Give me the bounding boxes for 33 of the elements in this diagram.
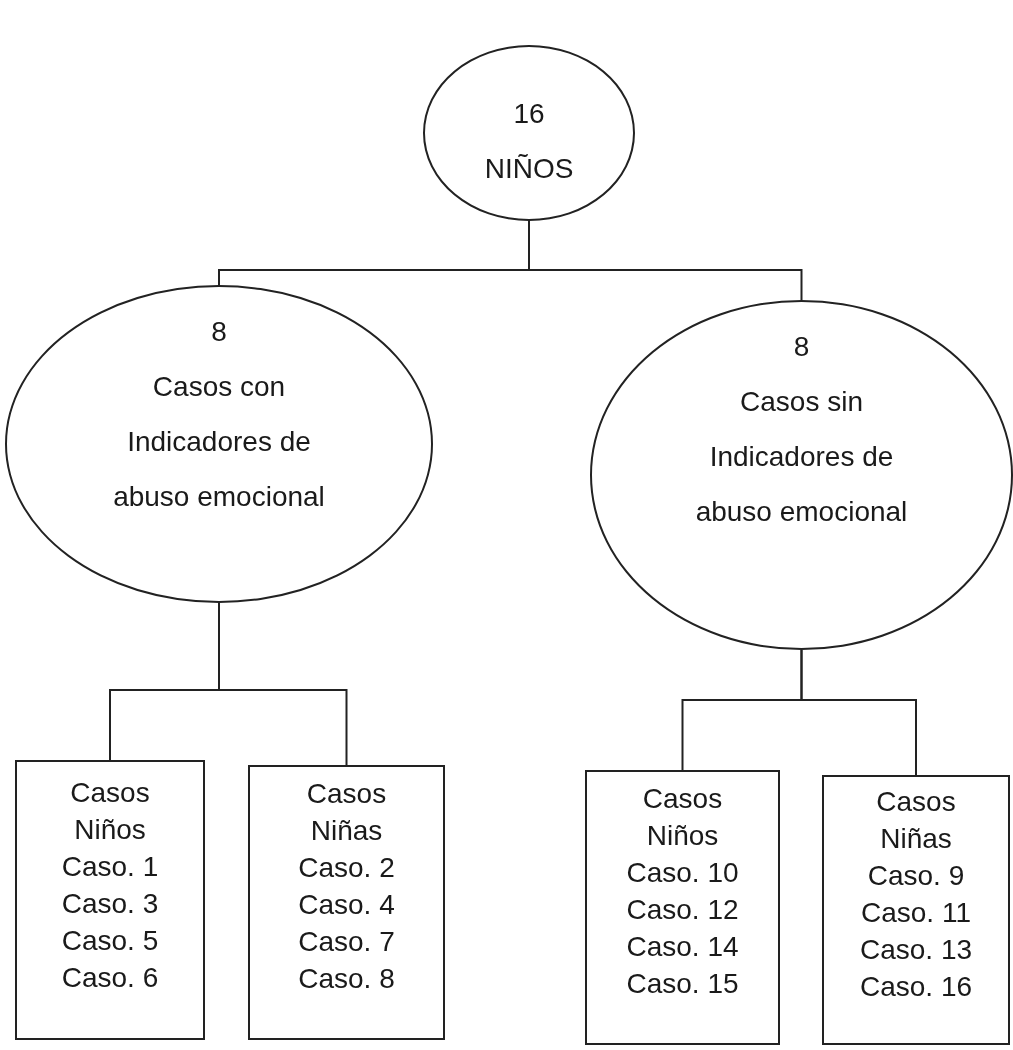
case-label: Caso. 11 [861, 896, 971, 930]
count-label: 8 [211, 315, 227, 349]
group-heading: Casos Niños [641, 782, 724, 853]
count-label: 16 [513, 97, 545, 131]
group-label: NIÑOS [483, 152, 575, 186]
case-label: Caso. 1 [61, 850, 159, 884]
case-label: Caso. 5 [61, 924, 159, 958]
case-label: Caso. 9 [867, 859, 965, 893]
case-label: Caso. 13 [859, 933, 973, 967]
case-list-box [248, 765, 445, 1040]
case-label: Caso. 10 [626, 856, 739, 890]
case-label: Caso. 2 [298, 851, 395, 885]
connector-line [528, 220, 803, 301]
case-list-box [822, 775, 1010, 1045]
case-list-box [585, 770, 780, 1045]
group-label: Casos con Indicadores de abuso emocional [112, 370, 326, 514]
group-heading: Casos Niños [69, 776, 151, 847]
case-label: Caso. 4 [298, 888, 395, 922]
case-list-box [15, 760, 205, 1040]
case-label: Caso. 12 [626, 893, 739, 927]
case-label: Caso. 8 [298, 962, 395, 996]
case-label: Caso. 7 [298, 925, 395, 959]
count-label: 8 [793, 330, 810, 364]
case-label: Caso. 15 [626, 967, 739, 1001]
case-label: Caso. 16 [859, 970, 973, 1004]
case-label: Caso. 6 [61, 961, 159, 995]
group-heading: Casos Niñas [305, 777, 388, 848]
connector-line [800, 649, 917, 776]
connector-line [218, 602, 348, 766]
group-label: Casos sin Indicadores de abuso emocional [694, 385, 909, 529]
case-label: Caso. 3 [61, 887, 159, 921]
group-heading: Casos Niñas [875, 785, 957, 856]
case-label: Caso. 14 [626, 930, 739, 964]
